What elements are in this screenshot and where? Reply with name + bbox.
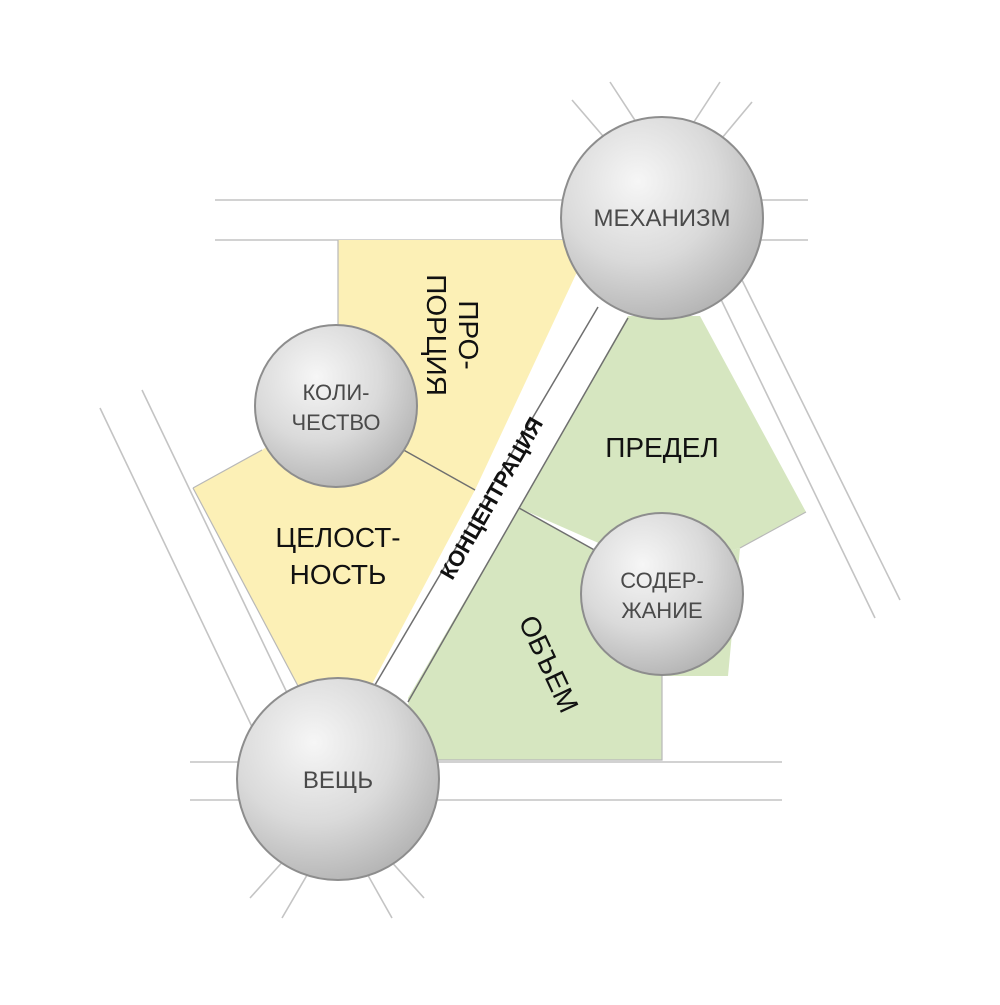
node-mechanism: МЕХАНИЗМ: [560, 116, 764, 320]
green-region-top: [519, 316, 806, 570]
node-content: СОДЕР- ЖАНИЕ: [580, 512, 744, 676]
region-proportion-line2: ПОРЦИЯ: [421, 274, 452, 396]
node-quantity-line1: КОЛИ-: [302, 380, 369, 405]
node-mechanism-label: МЕХАНИЗМ: [593, 205, 730, 232]
region-integrity-line2: НОСТЬ: [290, 559, 387, 590]
region-limit-label: ПРЕДЕЛ: [605, 432, 719, 463]
yellow-region-bottom: [193, 400, 475, 686]
node-quantity-line2: ЧЕСТВО: [292, 410, 381, 435]
region-proportion-label: ПРО- ПОРЦИЯ: [421, 274, 484, 396]
node-thing-label: ВЕЩЬ: [303, 767, 373, 794]
node-content-line1: СОДЕР-: [620, 568, 704, 593]
region-integrity-line1: ЦЕЛОСТ-: [275, 522, 400, 553]
region-proportion-line1: ПРО-: [453, 300, 484, 369]
region-outlines: [192, 240, 807, 761]
node-content-line2: ЖАНИЕ: [621, 598, 702, 623]
region-dividers: [371, 306, 629, 703]
node-thing: ВЕЩЬ: [236, 677, 440, 881]
node-quantity: КОЛИ- ЧЕСТВО: [254, 324, 418, 488]
